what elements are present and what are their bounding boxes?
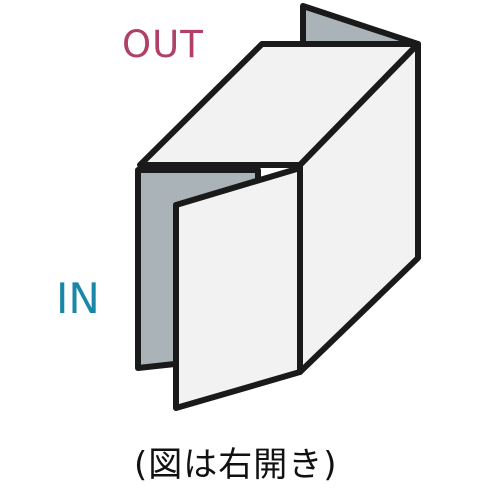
in-label: IN bbox=[56, 274, 100, 323]
out-label: OUT bbox=[122, 23, 204, 66]
caption: (図は右開き) bbox=[134, 445, 338, 485]
front-door-panel bbox=[173, 165, 303, 411]
